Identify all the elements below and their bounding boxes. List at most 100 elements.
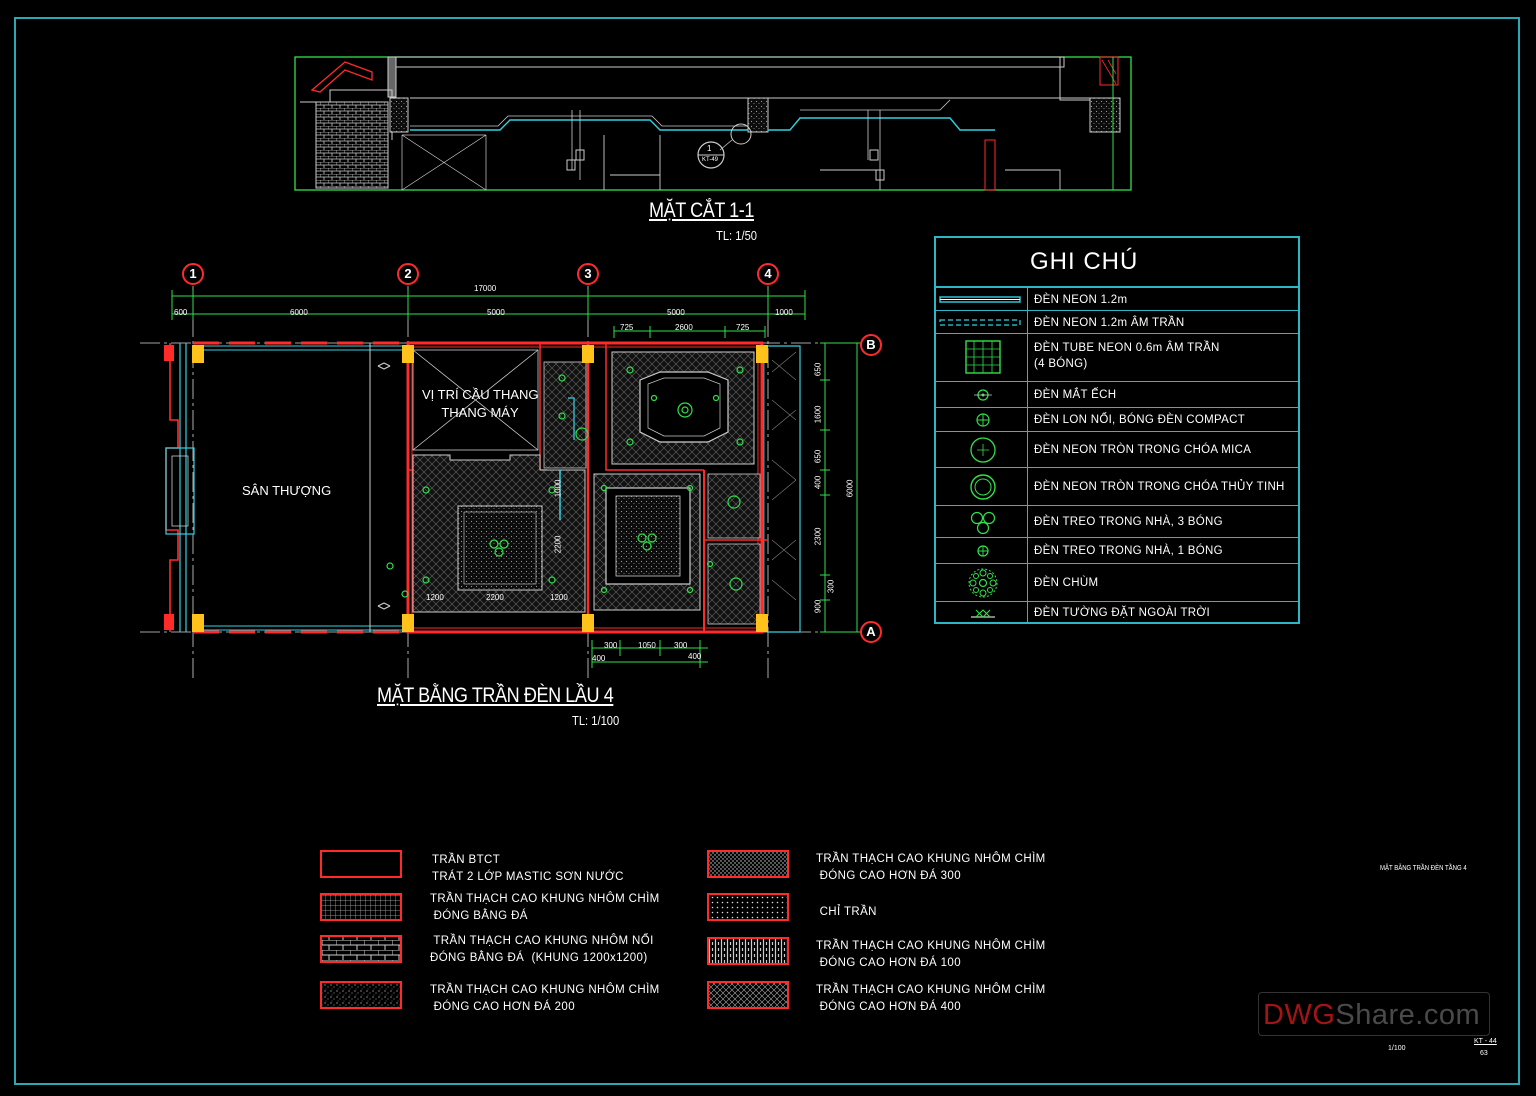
watermark-logo: DWGShare.com: [1258, 992, 1490, 1036]
grid-bubble-4: 4: [757, 263, 779, 285]
dim-total-top: 17000: [474, 284, 497, 293]
watermark-part2: Share.com: [1335, 999, 1481, 1031]
legend-row: ĐÈN MẮT ẾCH: [936, 382, 1300, 408]
dim-bottom-1: 300: [604, 641, 618, 650]
legend-label: ĐÈN MẮT ẾCH: [1034, 389, 1117, 401]
pendant-3-icon: [936, 506, 1028, 537]
section-beam-2: [747, 97, 769, 133]
section-beam-1: [389, 97, 409, 133]
plan-title: MẶT BẰNG TRẦN ĐÈN LẦU 4: [377, 684, 614, 707]
frog-eye-light-icon: [936, 382, 1028, 407]
dim-inner-h-3: 1200: [550, 593, 568, 602]
title-block-sheet: KT - 44: [1474, 1038, 1497, 1045]
ceiling-profile-2: [768, 117, 995, 131]
pendant-1-icon: [936, 538, 1028, 563]
facade-col-top: [164, 345, 174, 361]
detail-marker: [730, 123, 752, 145]
dim-bottom-3: 300: [674, 641, 688, 650]
dim-right-4: 400: [813, 475, 823, 490]
material-swatches: [320, 850, 789, 1009]
grid-bubble-2: 2: [397, 263, 419, 285]
dim-bottom-2: 1050: [638, 641, 656, 650]
detail-bubble-bottom: KT-49: [702, 157, 719, 163]
legend-label: ĐÈN LON NỔI, BÓNG ĐÈN COMPACT: [1034, 414, 1246, 426]
legend-label: ĐÈN TREO TRONG NHÀ, 3 BÓNG: [1034, 516, 1223, 528]
ceiling-profile-1: [410, 119, 748, 131]
dim-right-3: 650: [813, 449, 823, 464]
plan-columns: [192, 345, 768, 632]
pendant-3-light-2: [637, 533, 657, 551]
facade-window: [165, 447, 195, 535]
section-scale: TL: 1/50: [716, 228, 758, 243]
legend-label: ĐÈN TƯỜNG ĐẶT NGOÀI TRỜI: [1034, 607, 1211, 619]
detail-bubble-top: 1: [707, 144, 712, 153]
material-label-6: CHỈ TRẦN: [816, 906, 877, 918]
dim-inner-2: 2600: [675, 323, 693, 332]
dim-top-2: 6000: [290, 308, 308, 317]
legend-row: ĐÈN TREO TRONG NHÀ, 1 BÓNG: [936, 538, 1300, 564]
legend-row: ĐÈN NEON 1.2m: [936, 288, 1300, 311]
section-left-wall: [315, 101, 389, 189]
dim-inner-v-2: 2200: [553, 535, 563, 554]
title-block-drawing-name: MẶT BẰNG TRẦN ĐÈN TẦNG 4: [1380, 863, 1467, 872]
dim-top-3: 5000: [487, 308, 505, 317]
material-label-7: TRẦN THẠCH CAO KHUNG NHÔM CHÌM ĐÓNG CAO …: [816, 940, 1046, 969]
grid-bubble-a: A: [860, 621, 882, 643]
material-label-5: TRẦN THẠCH CAO KHUNG NHÔM CHÌM ĐÓNG CAO …: [816, 853, 1046, 882]
dim-bottom2-1: 400: [592, 654, 606, 663]
drawing-frame: [14, 17, 1520, 1085]
legend-label: ĐÈN TREO TRONG NHÀ, 1 BÓNG: [1034, 545, 1223, 557]
dim-right-6: 300: [826, 579, 836, 594]
title-block-scale: 1/100: [1388, 1045, 1406, 1052]
section-wall-red: [984, 139, 996, 191]
title-block-sheet-sub: 63: [1480, 1050, 1488, 1057]
pendant-3-light: [489, 539, 509, 557]
legend-table: GHI CHÚ ĐÈN NEON 1.2m ĐÈN NEON 1.2m ÂM T…: [934, 236, 1300, 624]
legend-row: ĐÈN TREO TRONG NHÀ, 3 BÓNG: [936, 506, 1300, 538]
legend-row: ĐÈN CHÙM: [936, 564, 1300, 602]
legend-row: ĐÈN NEON TRÒN TRONG CHÓA THỦY TINH: [936, 468, 1300, 506]
facade-col-bottom: [164, 614, 174, 630]
legend-label: ĐÈN NEON TRÒN TRONG CHÓA THỦY TINH: [1034, 481, 1285, 493]
dim-top-1: 600: [174, 308, 188, 317]
grid-bubble-3: 3: [577, 263, 599, 285]
section-slab: [395, 56, 1065, 68]
dim-inner-1: 725: [620, 323, 634, 332]
chandelier-icon: [936, 564, 1028, 601]
dim-bottom2-2: 400: [688, 652, 702, 661]
legend-label: ĐÈN NEON 1.2m ÂM TRẦN: [1034, 317, 1185, 329]
legend-row: ĐÈN LON NỔI, BÓNG ĐÈN COMPACT: [936, 408, 1300, 432]
legend-row: ĐÈN TƯỜNG ĐẶT NGOÀI TRỜI: [936, 602, 1300, 624]
watermark-part1: DWG: [1263, 999, 1336, 1031]
roof-tile: [310, 61, 373, 93]
round-neon-glass-icon: [936, 468, 1028, 505]
dim-right-1: 650: [813, 362, 823, 377]
legend-title: GHI CHÚ: [1030, 248, 1139, 275]
material-label-2: TRẦN THẠCH CAO KHUNG NHÔM CHÌM ĐÓNG BẰNG…: [430, 893, 660, 922]
legend-label: ĐÈN TUBE NEON 0.6m ÂM TRẦN (4 BÓNG): [1034, 342, 1220, 371]
plan-scale: TL: 1/100: [572, 713, 620, 728]
material-label-8: TRẦN THẠCH CAO KHUNG NHÔM CHÌM ĐÓNG CAO …: [816, 984, 1046, 1013]
section-1-1: [294, 56, 1132, 191]
dim-inner-v-1: 1000: [553, 479, 563, 498]
dim-right-7: 900: [813, 599, 823, 614]
material-label-4: TRẦN THẠCH CAO KHUNG NHÔM CHÌM ĐÓNG CAO …: [430, 984, 660, 1013]
recessed-neon-icon: [936, 311, 1028, 333]
round-neon-mica-icon: [936, 432, 1028, 467]
dim-right-total: 6000: [845, 479, 855, 498]
legend-header: GHI CHÚ: [936, 238, 1300, 288]
material-label-3: TRẦN THẠCH CAO KHUNG NHÔM NỔI ĐÓNG BẰNG …: [430, 935, 654, 964]
dim-right-2: 1600: [813, 405, 823, 424]
legend-label: ĐÈN CHÙM: [1034, 577, 1099, 589]
stair-void: [412, 349, 539, 451]
room-label-terrace: SÂN THƯỢNG: [242, 483, 332, 498]
legend-row: ĐÈN TUBE NEON 0.6m ÂM TRẦN (4 BÓNG): [936, 334, 1300, 382]
legend-row: ĐÈN NEON TRÒN TRONG CHÓA MICA: [936, 432, 1300, 468]
neon-tube-icon: [936, 288, 1028, 310]
can-light-icon: [936, 408, 1028, 431]
dim-inner-h-1: 1200: [426, 593, 444, 602]
legend-label: ĐÈN NEON 1.2m: [1034, 294, 1128, 306]
dim-inner-3: 725: [736, 323, 750, 332]
plan-ceilings: [412, 349, 797, 625]
